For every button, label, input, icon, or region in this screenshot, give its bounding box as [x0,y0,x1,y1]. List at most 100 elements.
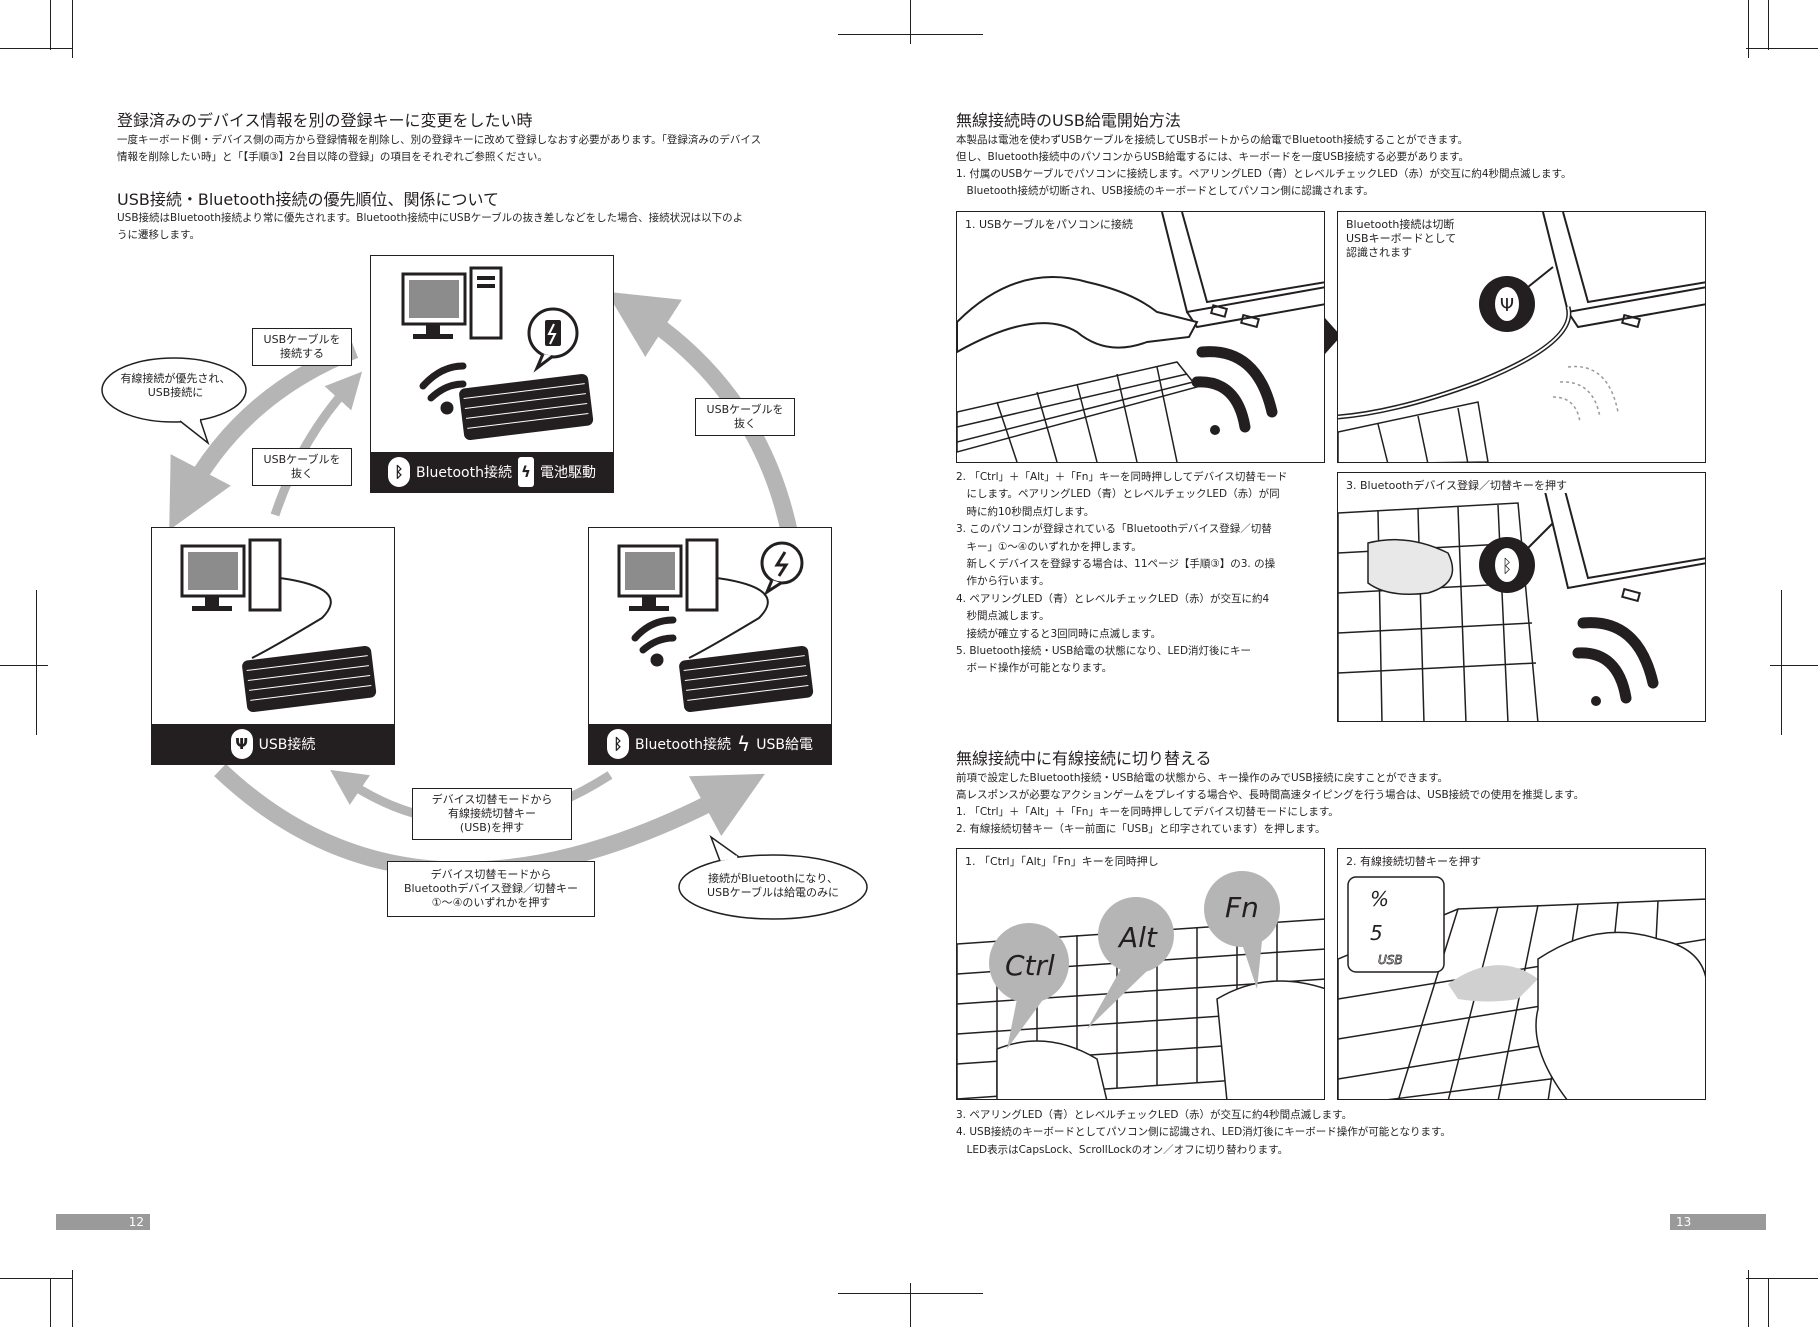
bubble-wired-priority-text: 有線接続が優先され、 USB接続に [120,372,231,399]
svg-text:Ψ: Ψ [1500,295,1514,316]
hand-illustration [1216,980,1324,1099]
mode-label-bar: ᛒ Bluetooth接続 ϟ 電池駆動 [371,452,613,492]
wireless-signal-icon [1191,346,1278,435]
usb-key-top-symbol: % [1370,887,1390,911]
hand-illustration [996,1040,1108,1099]
step-line: 秒間点滅します。 [956,610,1050,623]
usb-key-closeup [1347,876,1445,973]
mode-label-bar: ᛒ Bluetooth接続 ϟ USB給電 [589,724,831,764]
next-arrow-icon [1325,318,1341,354]
label-unplug-usb-right: USBケーブルを 抜く [695,398,795,436]
mode-label: USB接続 [258,737,316,753]
wireless-signal-icon [419,362,467,415]
usb-cable [251,577,332,659]
step-line: 接続が確立すると3回同時に点滅します。 [956,627,1162,640]
section-after-steps: 3. ペアリングLED（青）とレベルチェックLED（赤）が交互に約4秒間点滅しま… [956,1107,1451,1159]
paragraph-line: 前項で設定したBluetooth接続・USB給電の状態から、キー操作のみでUSB… [956,772,1449,784]
paragraph-line: 但し、Bluetooth接続中のパソコンからUSB給電するには、キーボードを一度… [956,151,1470,163]
step-line: キー」①〜④のいずれかを押します。 [956,540,1142,553]
illustration-usb-recognized: Ψ Bluetooth接続は切断 USBキーボードとして 認識されます [1337,211,1706,463]
paragraph-line: 本製品は電池を使わずUSBケーブルを接続してUSBポートからの給電でBlueto… [956,134,1469,146]
section-title-switch-wired: 無線接続中に有線接続に切り替える [956,749,1212,768]
paragraph-line: 情報を削除したい時」と「【手順③】2台目以降の登録」の項目をそれぞれご参照くださ… [117,151,548,163]
section-title-change-registration: 登録済みのデバイス情報を別の登録キーに変更をしたい時 [117,111,533,130]
mode-panel-bt-usb-power: ᛒ Bluetooth接続 ϟ USB給電 [588,527,832,765]
keyboard-illustration [1338,401,1489,462]
panel-caption: 1. 「Ctrl」「Alt」「Fn」キーを同時押し [965,855,1159,869]
page-number-left: 12 [56,1214,150,1230]
hand-illustration [957,276,1199,354]
panel-caption: 2. 有線接続切替キーを押す [1346,855,1481,869]
label-connect-usb: USBケーブルを 接続する [252,328,352,366]
page-number-right: 13 [1670,1214,1766,1230]
keyboard-illustration [1338,502,1539,721]
label-switch-to-usb: デバイス切替モードから 有線接続切替キー (USB)を押す [412,788,572,840]
illustration-connect-usb: 1. USBケーブルをパソコンに接続 [956,211,1325,463]
step-line: 5. Bluetooth接続・USB給電の状態になり、LED消灯後にキー [956,645,1252,658]
step-line: 時に約10秒間点灯します。 [956,505,1095,518]
panel-caption: 3. Bluetoothデバイス登録／切替キーを押す [1346,479,1568,493]
panel-caption: Bluetooth接続は切断 USBキーボードとして 認識されます [1346,218,1457,260]
steps-list: 2. 「Ctrl」＋「Alt」＋「Fn」キーを同時押ししてデバイス切替モード に… [956,469,1287,678]
section-body-change-registration: 一度キーボード側・デバイス側の両方から登録情報を削除し、別の登録キーに改めて登録… [117,132,761,166]
fn-key-label: Fn [1225,891,1259,924]
wireless-signal-icon [631,616,677,667]
keyboard-icon [459,373,594,441]
paragraph-line: Bluetooth接続が切断され、USB接続のキーボードとしてパソコン側に認識さ… [956,185,1374,197]
alt-key-bubble [1087,897,1174,1029]
paragraph-line: 2. 有線接続切替キー（キー前面に「USB」と印字されています）を押します。 [956,823,1326,835]
computer-icon [180,538,282,612]
mode-label: Bluetooth接続 [416,465,512,481]
usb-key-print: USB [1378,953,1403,968]
computer-icon [617,538,719,612]
step-line: 3. このパソコンが登録されている「Bluetoothデバイス登録／切替 [956,523,1272,536]
arrow-usb-to-top [270,371,363,517]
lightning-icon: ϟ [737,732,751,756]
mode-label: Bluetooth接続 [635,737,731,753]
bluetooth-bubble-icon: ᛒ [1479,522,1554,593]
usb-key-number: 5 [1370,921,1383,945]
section-body-priority: USB接続はBluetooth接続より常に優先されます。Bluetooth接続中… [117,210,743,244]
paragraph-line: 高レスポンスが必要なアクションゲームをプレイする場合や、長時間高速タイピングを行… [956,789,1585,801]
mode-panel-bt-battery: ᛒ Bluetooth接続 ϟ 電池駆動 [370,255,614,493]
section-body-usb-power: 本製品は電池を使わずUSBケーブルを接続してUSBポートからの給電でBlueto… [956,132,1572,200]
section-body-switch-wired: 前項で設定したBluetooth接続・USB給電の状態から、キー操作のみでUSB… [956,770,1584,838]
hand-illustration [1367,538,1454,595]
paragraph-line: USB接続はBluetooth接続より常に優先されます。Bluetooth接続中… [117,212,744,224]
mode-panel-usb: Ψ USB接続 [151,527,395,765]
paragraph-line: 一度キーボード側・デバイス側の両方から登録情報を削除し、別の登録キーに改めて登録… [117,134,762,146]
panel-caption: 1. USBケーブルをパソコンに接続 [965,218,1133,232]
faded-signal [1552,365,1619,423]
keyboard-icon [242,645,377,713]
paragraph-line: 3. ペアリングLED（青）とレベルチェックLED（赤）が交互に約4秒間点滅しま… [956,1109,1353,1121]
bluetooth-icon: ᛒ [388,457,411,487]
battery-icon: ϟ [517,457,534,487]
lightning-bubble-icon [760,541,804,596]
computer-icon [401,266,503,340]
step-line: にします。ペアリングLED（青）とレベルチェックLED（赤）が同 [956,488,1280,501]
step-line: 2. 「Ctrl」＋「Alt」＋「Fn」キーを同時押ししてデバイス切替モード [956,471,1288,483]
svg-text:ᛒ: ᛒ [1502,556,1513,577]
step-line: ボード操作が可能となります。 [956,662,1113,675]
usb-icon: Ψ [230,729,253,759]
bubble-bt-usb-power [678,835,868,920]
label-unplug-usb: USBケーブルを 抜く [252,448,352,486]
ctrl-key-bubble [989,923,1069,1049]
paragraph-line: うに遷移します。 [117,229,200,241]
fn-key-bubble [1204,871,1280,989]
paragraph-line: 1. 付属のUSBケーブルでパソコンに接続します。ペアリングLED（青）とレベル… [956,168,1572,180]
press-highlight [1448,965,1538,1002]
bubble-wired-priority [101,357,247,445]
keyboard-illustration [957,361,1199,462]
illustration-usb-key-press: % 5 USB 2. 有線接続切替キーを押す [1337,848,1706,1100]
illustration-ctrl-alt-fn: Ctrl Alt Fn 1. 「Ctrl」「Alt」「Fn」キーを同時押し [956,848,1325,1100]
alt-key-label: Alt [1119,921,1157,954]
keyboard-icon [679,645,814,713]
mode-label-bar: Ψ USB接続 [152,724,394,764]
wireless-signal-icon [1572,617,1659,706]
mode-label: 電池駆動 [539,465,596,481]
bluetooth-bubble-icon: Ψ [1479,266,1554,332]
illustration-bt-key-press: ᛒ 3. Bluetoothデバイス登録／切替キーを押す [1337,472,1706,722]
paragraph-line: LED表示はCapsLock、ScrollLockのオン／オフに切り替わります。 [956,1143,1289,1156]
mode-label: USB給電 [756,737,813,753]
